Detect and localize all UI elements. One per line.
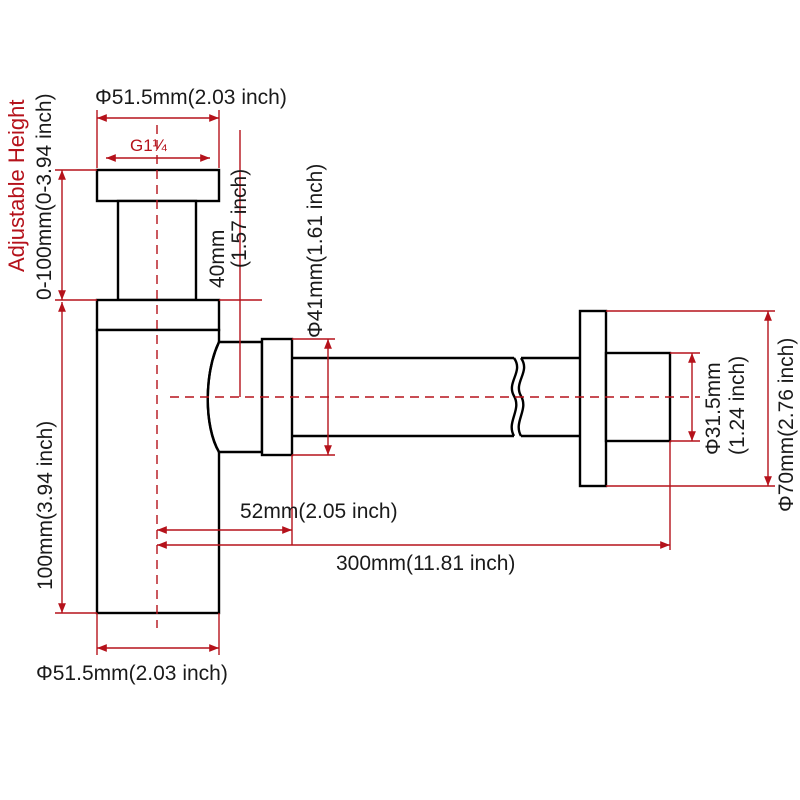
center-lines — [156, 125, 700, 628]
thread-label: G1¼ — [130, 136, 168, 155]
body-ring — [95, 298, 221, 332]
bottom-diameter-label: Φ51.5mm(2.03 inch) — [36, 662, 228, 685]
pipe-break — [510, 357, 519, 437]
pipe-break-2 — [517, 357, 526, 437]
elbow-curve — [206, 341, 221, 453]
adjustable-height-value: 0-100mm(0-3.94 inch) — [33, 93, 56, 300]
pipe-diameter-in-label: (1.24 inch) — [726, 356, 749, 455]
top-diameter-label: Φ51.5mm(2.03 inch) — [95, 86, 287, 109]
dimension-lines — [55, 110, 775, 655]
top-cap — [95, 168, 221, 203]
adjustable-height-title: Adjustable Height — [4, 100, 29, 272]
pipe-right — [521, 356, 580, 438]
wall-flange — [578, 309, 608, 488]
stem-height-mm-label: 40mm — [206, 230, 229, 288]
elbow-length-label: 52mm(2.05 inch) — [240, 500, 398, 523]
pipe-diameter-mm-label: Φ31.5mm — [702, 362, 725, 455]
stem-height-in-label: (1.57 inch) — [228, 169, 251, 268]
trap-outline — [95, 168, 672, 615]
flange-diameter-label: Φ70mm(2.76 inch) — [775, 338, 798, 512]
total-length-label: 300mm(11.81 inch) — [336, 552, 515, 575]
labels: Φ51.5mm(2.03 inch) G1¼ Adjustable Height… — [4, 86, 798, 685]
elbow-diameter-label: Φ41mm(1.61 inch) — [304, 164, 327, 338]
bottle-body — [95, 328, 221, 615]
body-height-label: 100mm(3.94 inch) — [34, 421, 57, 590]
